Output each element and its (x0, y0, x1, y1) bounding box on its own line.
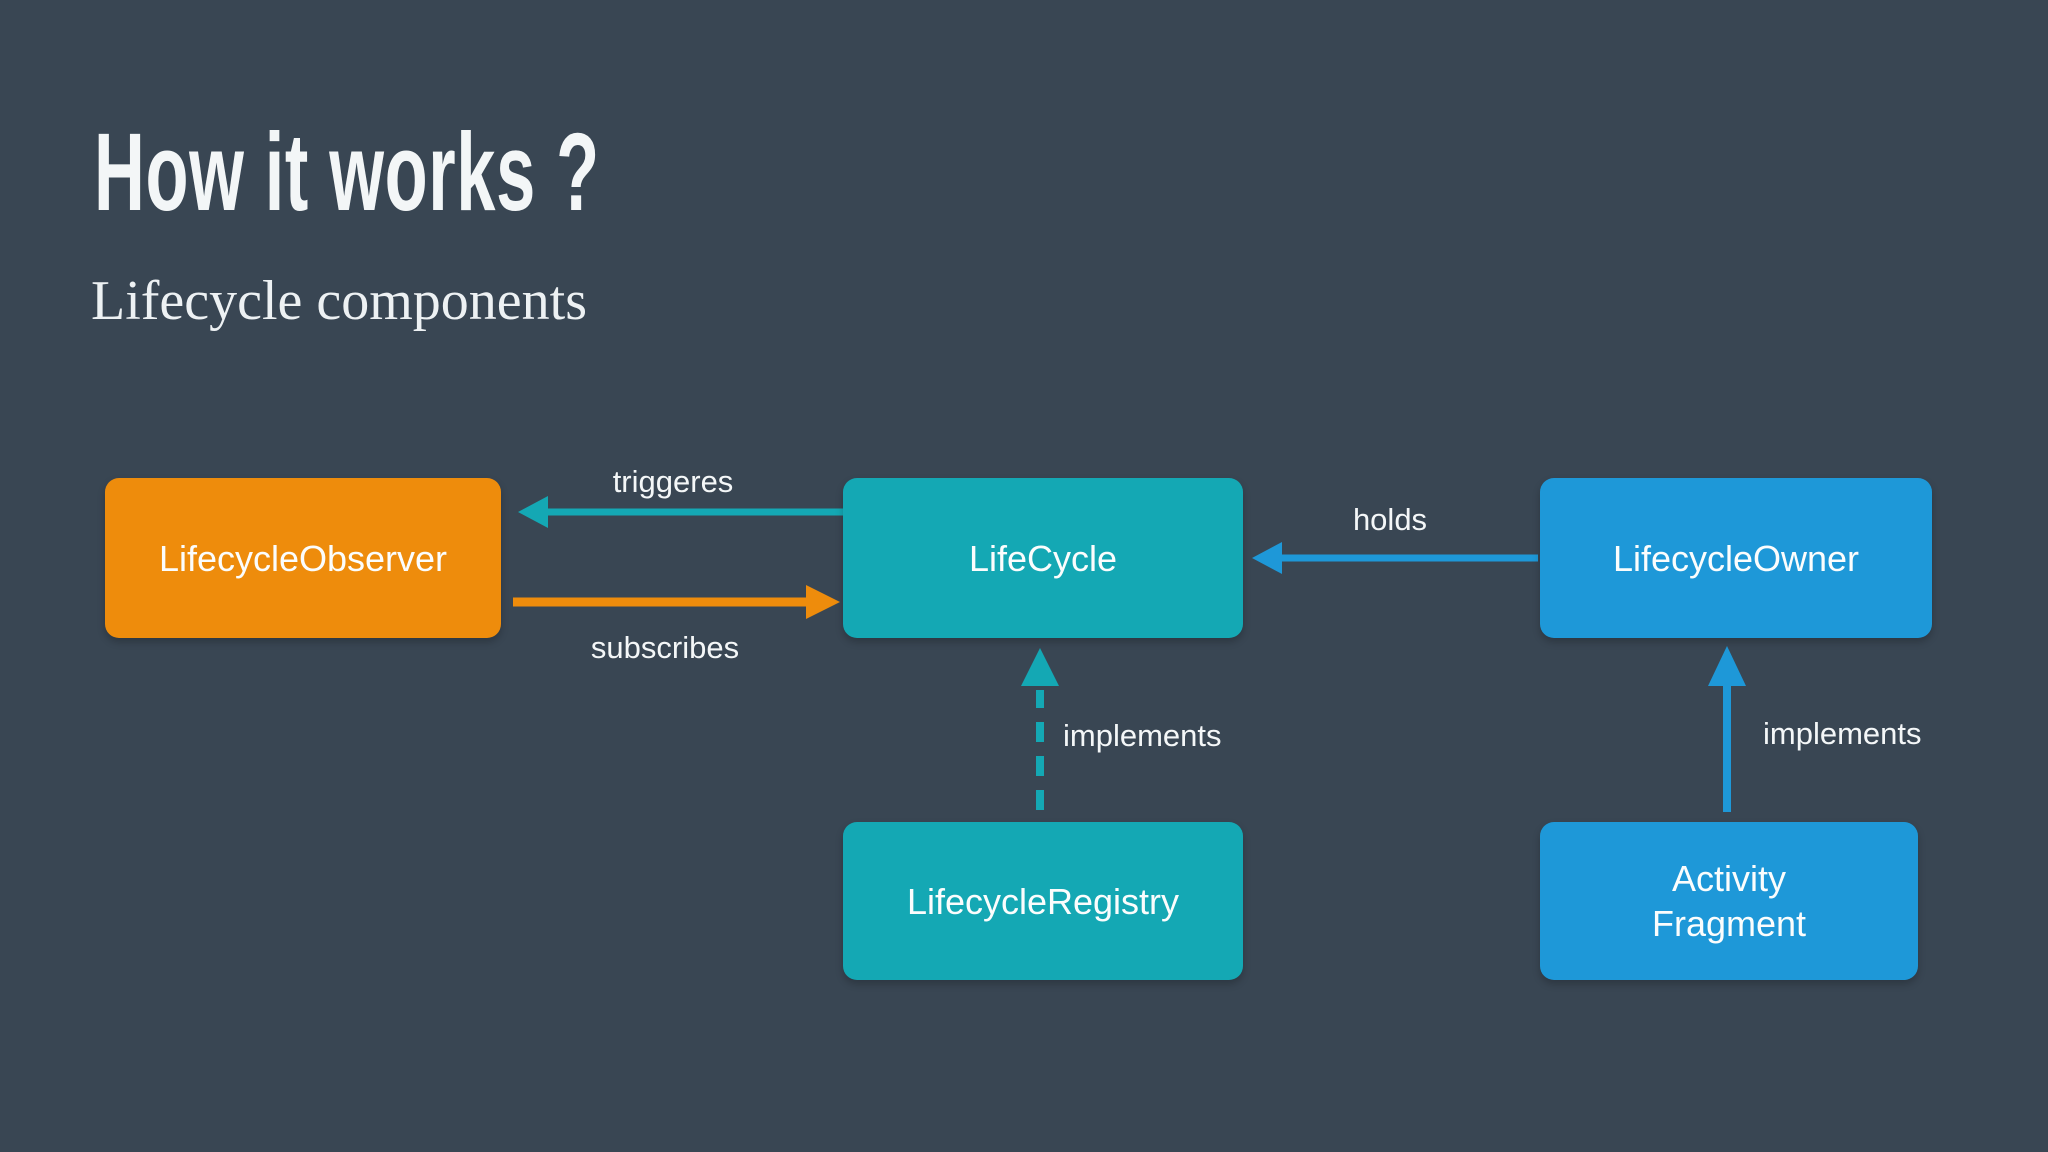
node-activity-fragment: Activity Fragment (1540, 822, 1918, 980)
node-label: Activity Fragment (1651, 858, 1807, 944)
arrow-implements-activity (1708, 646, 1746, 812)
arrowhead-left-icon (518, 496, 548, 528)
node-lifecycle-registry: LifecycleRegistry (843, 822, 1243, 980)
node-label: LifecycleRegistry (906, 880, 1180, 922)
arrow-triggeres (518, 496, 843, 528)
edge-label-implements-activity: implements (1763, 716, 1922, 751)
node-lifecycle-observer: LifecycleObserver (105, 478, 501, 638)
node-lifecycle-owner: LifecycleOwner (1540, 478, 1932, 638)
edge-label-triggeres: triggeres (612, 464, 734, 499)
node-label: LifecycleOwner (1612, 537, 1860, 579)
arrow-holds (1252, 542, 1538, 574)
node-label: LifeCycle (968, 537, 1118, 579)
edge-label-implements-registry: implements (1063, 718, 1222, 753)
arrowhead-up-icon (1021, 648, 1059, 686)
edge-label-subscribes: subscribes (590, 630, 740, 665)
arrowhead-left-icon (1252, 542, 1282, 574)
arrow-subscribes (513, 585, 840, 619)
arrowhead-up-icon (1708, 646, 1746, 686)
page-title: How it works ? (94, 111, 600, 234)
page-subtitle: Lifecycle components (91, 270, 588, 332)
node-label: LifecycleObserver (158, 537, 448, 579)
node-lifecycle: LifeCycle (843, 478, 1243, 638)
edge-label-holds: holds (1352, 502, 1428, 537)
arrowhead-right-icon (806, 585, 840, 619)
arrow-implements-registry (1021, 648, 1059, 810)
